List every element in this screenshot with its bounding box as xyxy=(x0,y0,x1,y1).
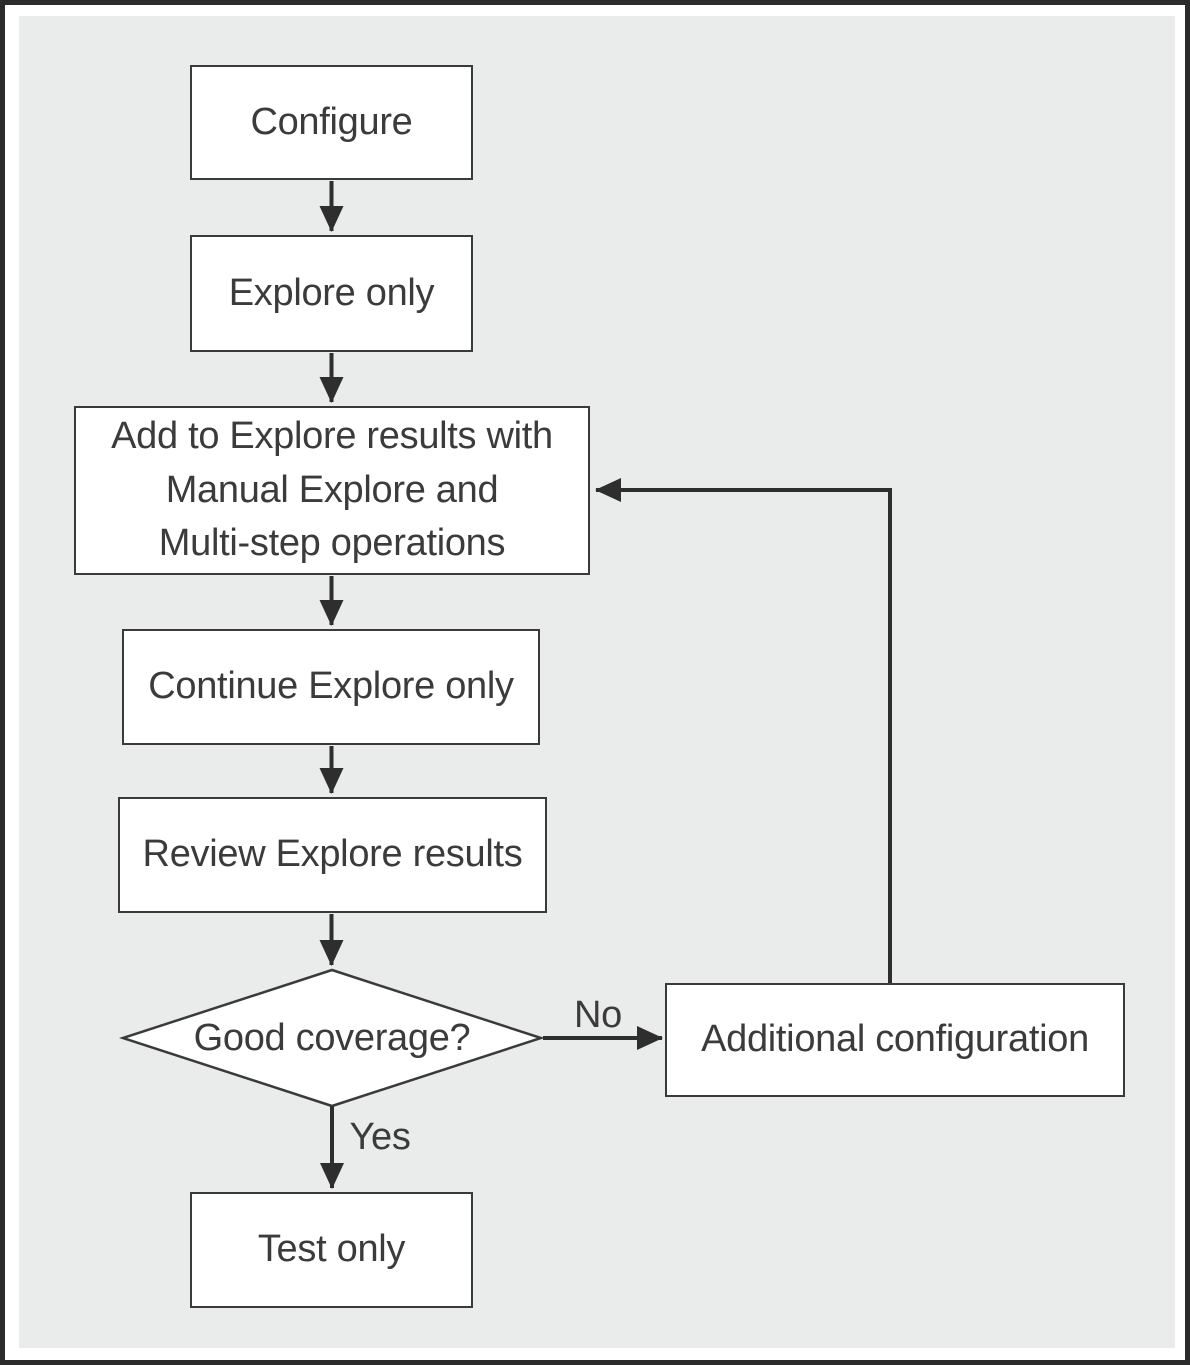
node-explore-only-label: Explore only xyxy=(228,271,435,314)
node-additional-config: Additional configuration xyxy=(665,983,1125,1097)
node-review-results-label: Review Explore results xyxy=(142,833,523,876)
node-test-only-label: Test only xyxy=(257,1228,406,1271)
node-additional-config-label: Additional configuration xyxy=(701,1018,1089,1061)
node-explore-only: Explore only xyxy=(190,235,473,352)
node-test-only: Test only xyxy=(190,1192,473,1308)
node-configure: Configure xyxy=(190,65,473,180)
node-continue-explore-label: Continue Explore only xyxy=(148,665,514,708)
edge-feedback-to-add xyxy=(595,478,892,983)
edge-label-yes: Yes xyxy=(349,1115,411,1158)
edge-label-no: No xyxy=(574,993,622,1036)
node-continue-explore: Continue Explore only xyxy=(122,629,540,745)
node-add-to-explore-line2: Manual Explore and xyxy=(165,468,499,511)
node-good-coverage-label: Good coverage? xyxy=(193,1016,471,1059)
node-configure-label: Configure xyxy=(250,100,413,143)
node-add-to-explore-line3: Multi-step operations xyxy=(158,522,506,565)
node-review-results: Review Explore results xyxy=(118,797,547,913)
node-add-to-explore-line1: Add to Explore results with xyxy=(111,414,553,457)
node-add-to-explore: Add to Explore results with Manual Explo… xyxy=(74,406,590,575)
